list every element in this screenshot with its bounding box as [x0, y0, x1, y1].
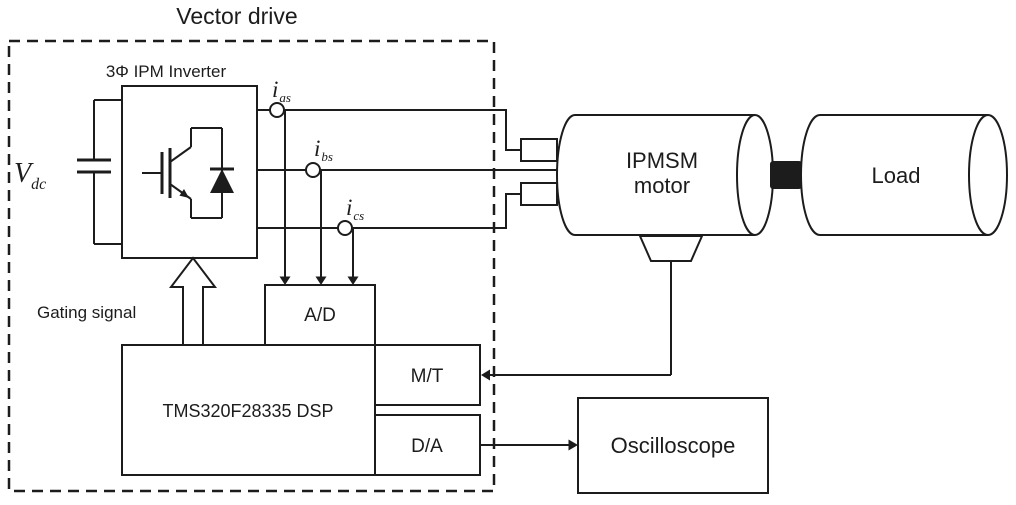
vdc-label: Vdc	[14, 158, 46, 193]
diode-symbol	[210, 128, 234, 218]
dsp-label: TMS320F28335 DSP	[162, 401, 333, 421]
mt-arrowhead-icon	[481, 369, 490, 381]
oscilloscope-box	[577, 397, 769, 494]
dsp-box	[121, 344, 376, 476]
gating-arrow-icon	[168, 256, 218, 346]
igbt-emitter-arrow	[179, 189, 189, 198]
diode-triangle	[210, 169, 234, 193]
load-label: Load	[872, 163, 921, 188]
da-box	[374, 414, 481, 476]
ibs-label: ibs	[314, 136, 333, 164]
load-cylinder	[800, 114, 1008, 236]
motor-terminal-top	[520, 138, 558, 162]
phase-c-line	[257, 193, 521, 229]
ics-arrowhead-icon	[347, 276, 359, 285]
igbt-collector-diagonal	[169, 146, 192, 163]
motor-terminal-bottom	[520, 182, 558, 206]
ias-base: i	[272, 77, 278, 102]
motor-cylinder	[556, 114, 774, 236]
load-body-fill	[820, 115, 988, 235]
vdc-sub: dc	[31, 176, 46, 193]
mt-label: M/T	[411, 366, 444, 387]
mt-box	[374, 344, 481, 406]
ias-label: ias	[272, 77, 291, 105]
motor-right-cap	[736, 114, 774, 236]
current-sense-drops	[279, 110, 359, 285]
motor-body-fill	[575, 115, 755, 235]
ics-sub: cs	[353, 208, 364, 223]
ias-sensor-icon	[269, 102, 285, 118]
igbt-symbol	[142, 127, 222, 219]
vdc-base: V	[14, 158, 34, 189]
ibs-sensor-icon	[305, 162, 321, 178]
motor-label-line2: motor	[634, 173, 690, 198]
ibs-base: i	[314, 136, 320, 161]
da-label: D/A	[411, 436, 443, 457]
encoder-icon	[638, 235, 704, 262]
shaft-coupling	[770, 161, 802, 189]
oscilloscope-label: Oscilloscope	[611, 433, 736, 458]
gating-signal-label: Gating signal	[37, 303, 136, 322]
load-right-cap	[968, 114, 1008, 236]
ics-base: i	[346, 195, 352, 220]
ibs-arrowhead-icon	[315, 276, 327, 285]
inverter-label: 3Φ IPM Inverter	[106, 62, 227, 81]
vector-drive-boundary	[7, 39, 496, 493]
ibs-sub: bs	[321, 149, 333, 164]
diagram-title: Vector drive	[176, 3, 297, 29]
ad-label: A/D	[304, 305, 336, 326]
dc-link-capacitor	[77, 99, 122, 245]
ias-arrowhead-icon	[279, 276, 291, 285]
motor-label-line1: IPMSM	[626, 148, 698, 173]
ias-sub: as	[279, 90, 291, 105]
ics-sensor-icon	[337, 220, 353, 236]
phase-a-line	[257, 109, 521, 151]
scope-arrowhead-icon	[568, 439, 578, 451]
ics-label: ics	[346, 195, 364, 223]
ad-box	[264, 284, 376, 346]
